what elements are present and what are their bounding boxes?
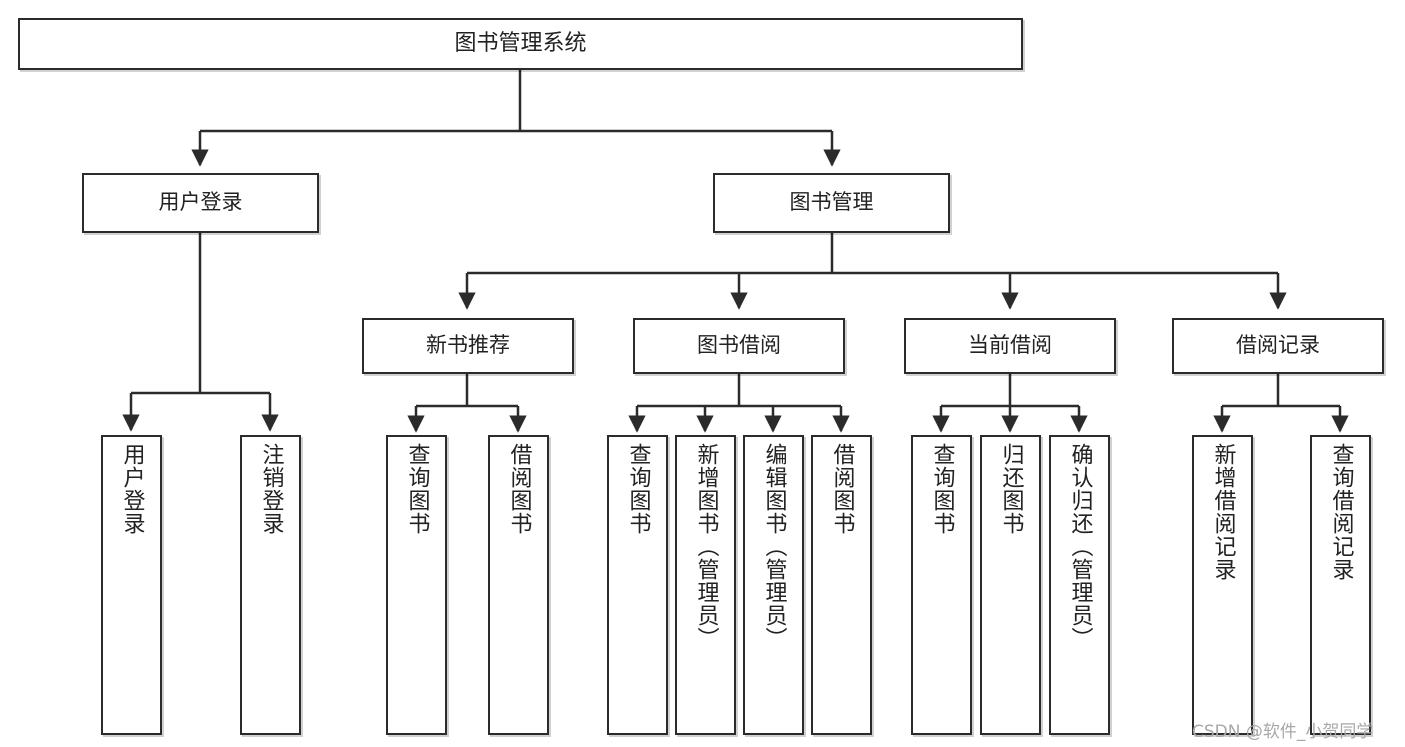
node-label: 用户登录	[158, 190, 243, 215]
node-leaf-return-book[interactable]: 归还图书	[980, 435, 1041, 735]
node-leaf-query-book-3[interactable]: 查询图书	[911, 435, 972, 735]
node-label: 借阅图书	[506, 443, 532, 535]
node-leaf-borrow-book-2[interactable]: 借阅图书	[811, 435, 872, 735]
csdn-watermark: CSDN @软件_小贺同学	[1192, 722, 1374, 742]
node-label: 图书借阅	[697, 333, 781, 358]
node-label: 用户登录	[119, 443, 145, 535]
node-current-borrow[interactable]: 当前借阅	[904, 318, 1116, 374]
node-label: 新增借阅记录	[1210, 443, 1236, 581]
node-leaf-borrow-book-1[interactable]: 借阅图书	[488, 435, 549, 735]
node-label: 确认归还（管理员）	[1067, 443, 1093, 650]
node-label: 图书管理系统	[454, 30, 587, 56]
node-leaf-add-book-admin[interactable]: 新增图书（管理员）	[675, 435, 736, 735]
node-label: 新书推荐	[426, 333, 510, 358]
node-new-book-recommend[interactable]: 新书推荐	[362, 318, 574, 374]
node-label: 编辑图书（管理员）	[761, 443, 787, 650]
node-borrow-record[interactable]: 借阅记录	[1172, 318, 1384, 374]
node-label: 归还图书	[998, 443, 1024, 535]
node-label: 图书管理	[789, 190, 874, 215]
node-label: 查询图书	[404, 443, 430, 535]
node-label: 查询借阅记录	[1328, 443, 1354, 581]
node-label: 当前借阅	[968, 333, 1052, 358]
node-leaf-query-book-1[interactable]: 查询图书	[386, 435, 447, 735]
node-leaf-logout-login[interactable]: 注销登录	[240, 435, 301, 735]
node-user-login[interactable]: 用户登录	[82, 173, 319, 233]
node-book-borrow[interactable]: 图书借阅	[633, 318, 845, 374]
node-label: 借阅图书	[829, 443, 855, 535]
node-book-management[interactable]: 图书管理	[713, 173, 950, 233]
node-leaf-confirm-return-admin[interactable]: 确认归还（管理员）	[1049, 435, 1110, 735]
node-root-book-management-system[interactable]: 图书管理系统	[18, 18, 1023, 70]
node-leaf-query-book-2[interactable]: 查询图书	[607, 435, 668, 735]
node-label: 借阅记录	[1236, 333, 1320, 358]
node-label: 新增图书（管理员）	[693, 443, 719, 650]
node-label: 查询图书	[625, 443, 651, 535]
node-leaf-add-borrow-record[interactable]: 新增借阅记录	[1192, 435, 1253, 735]
node-label: 查询图书	[929, 443, 955, 535]
node-leaf-edit-book-admin[interactable]: 编辑图书（管理员）	[743, 435, 804, 735]
node-label: 注销登录	[258, 443, 284, 535]
node-leaf-query-borrow-record[interactable]: 查询借阅记录	[1310, 435, 1371, 735]
node-leaf-user-login[interactable]: 用户登录	[101, 435, 162, 735]
